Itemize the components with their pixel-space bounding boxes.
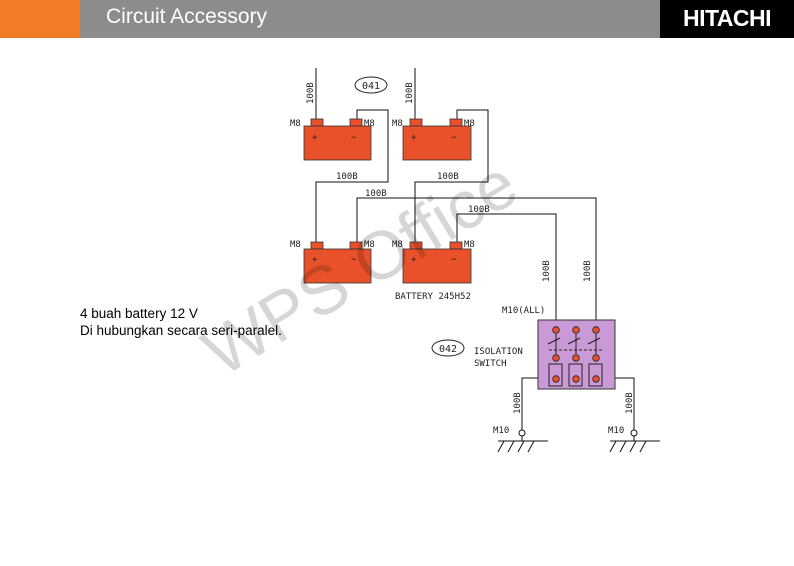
wire-label-link-4: 100B: [468, 205, 490, 215]
ground-label-right: M10: [608, 426, 624, 436]
battery-type-label: BATTERY 245H52: [395, 292, 471, 302]
battery-1-plus: +: [312, 133, 318, 143]
battery-2-label-m8-left: M8: [392, 119, 403, 129]
ground-symbol-left: [497, 429, 548, 453]
brand-logo: HITACHI: [660, 0, 794, 38]
switch-terminal-mid-1: [552, 354, 560, 362]
wire-label-ground-left: 100B: [513, 392, 523, 414]
brand-logo-text: HITACHI: [682, 5, 772, 31]
battery-3-label-m8-right: M8: [364, 240, 375, 250]
battery-1-terminal-neg: [349, 118, 363, 127]
switch-label-switch: SWITCH: [474, 359, 507, 369]
battery-4-label-m8-right: M8: [464, 240, 475, 250]
switch-terminal-bot-1: [552, 375, 560, 383]
wire-label-switch-right: 100B: [583, 260, 593, 282]
battery-1-body: [303, 125, 372, 161]
battery-2-label-m8-right: M8: [464, 119, 475, 129]
battery-2-body: [402, 125, 472, 161]
battery-3: + − M8 M8: [290, 240, 375, 284]
battery-4-body: [402, 248, 472, 284]
ground-label-left: M10: [493, 426, 509, 436]
switch-contacts: [547, 334, 603, 387]
battery-1-terminal-pos: [310, 118, 324, 127]
wire-b2-neg-b4-pos: [414, 109, 489, 244]
battery-2-terminal-neg: [449, 118, 463, 127]
wire-label-ground-right: 100B: [625, 392, 635, 414]
wire-label-b2: 100B: [405, 82, 415, 104]
battery-4-label-m8-left: M8: [392, 240, 403, 250]
ground-symbol-right: [609, 429, 660, 453]
battery-1-minus: −: [351, 133, 357, 143]
switch-terminal-bot-3: [592, 375, 600, 383]
switch-label-isolation: ISOLATION: [474, 347, 523, 357]
page-title: Circuit Accessory: [106, 5, 268, 28]
ref-label-041: 041: [362, 81, 380, 92]
switch-terminal-mid-3: [592, 354, 600, 362]
wire-label-link-3: 100B: [365, 189, 387, 199]
battery-2-minus: −: [451, 133, 457, 143]
battery-1: + − M8 M8: [290, 118, 375, 161]
description: 4 buah battery 12 V Di hubungkan secara …: [80, 305, 282, 339]
ref-bubble-041: [354, 76, 388, 94]
switch-terminal-bot-2: [572, 375, 580, 383]
wire-b1-neg-b3-pos: [315, 109, 389, 244]
battery-3-body: [303, 248, 372, 284]
battery-3-label-m8-left: M8: [290, 240, 301, 250]
wire-label-link-2: 100B: [437, 172, 459, 182]
header-bar: Circuit Accessory HITACHI: [0, 0, 794, 38]
header-accent: [0, 0, 80, 38]
battery-4: + − M8 M8: [392, 240, 475, 284]
description-line-2: Di hubungkan secara seri-paralel.: [80, 323, 282, 338]
wire-label-b1: 100B: [306, 82, 316, 104]
description-line-1: 4 buah battery 12 V: [80, 306, 198, 321]
switch-terminal-top-3: [592, 326, 600, 334]
battery-3-plus: +: [312, 255, 318, 265]
battery-3-minus: −: [351, 255, 357, 265]
battery-2-terminal-pos: [409, 118, 423, 127]
ref-label-042: 042: [439, 344, 457, 355]
switch-terminal-top-1: [552, 326, 560, 334]
battery-4-minus: −: [451, 255, 457, 265]
battery-2: + − M8 M8: [392, 118, 475, 161]
battery-4-plus: +: [411, 255, 417, 265]
switch-terminal-label: M10(ALL): [502, 306, 545, 316]
switch-terminal-mid-2: [572, 354, 580, 362]
wire-b4-neg-switch: [456, 213, 557, 320]
battery-1-label-m8-right: M8: [364, 119, 375, 129]
wire-label-link-1: 100B: [336, 172, 358, 182]
wire-label-switch-left: 100B: [542, 260, 552, 282]
switch-terminal-top-2: [572, 326, 580, 334]
battery-1-label-m8-left: M8: [290, 119, 301, 129]
wire-b3-neg-switch: [356, 197, 597, 320]
battery-2-plus: +: [411, 133, 417, 143]
isolation-switch: [537, 319, 616, 390]
ref-bubble-042: [431, 339, 465, 357]
